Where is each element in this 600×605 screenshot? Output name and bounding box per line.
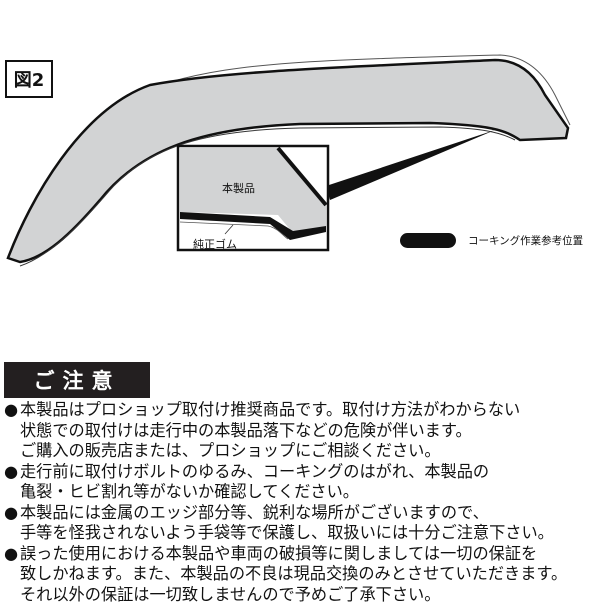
caution-item: 走行前に取付けボルトのゆるみ、コーキングのはがれ、本製品の 亀裂・ヒビ割れ等がな… [4, 462, 567, 503]
caution-item: 誤った使用における本製品や車両の破損等に関しましては一切の保証を 致しかねます。… [4, 544, 567, 605]
caution-item: 本製品には金属のエッジ部分等、鋭利な場所がございますので、 手等を怪我されないよ… [4, 503, 567, 544]
caution-heading: ご注意 [4, 362, 150, 398]
visor-diagram [0, 0, 600, 360]
inset-rubber-label: 純正ゴム [193, 236, 237, 252]
inset-box [178, 146, 328, 250]
inset-pointer [326, 130, 495, 200]
inset-product-label: 本製品 [222, 180, 255, 196]
caulking-legend-swatch [400, 233, 456, 248]
caution-item: 本製品はプロショップ取付け推奨商品です。取付け方法がわからない 状態での取付けは… [4, 400, 567, 462]
caulking-legend-label: コーキング作業参考位置 [468, 233, 583, 248]
caution-list: 本製品はプロショップ取付け推奨商品です。取付け方法がわからない 状態での取付けは… [4, 400, 567, 605]
